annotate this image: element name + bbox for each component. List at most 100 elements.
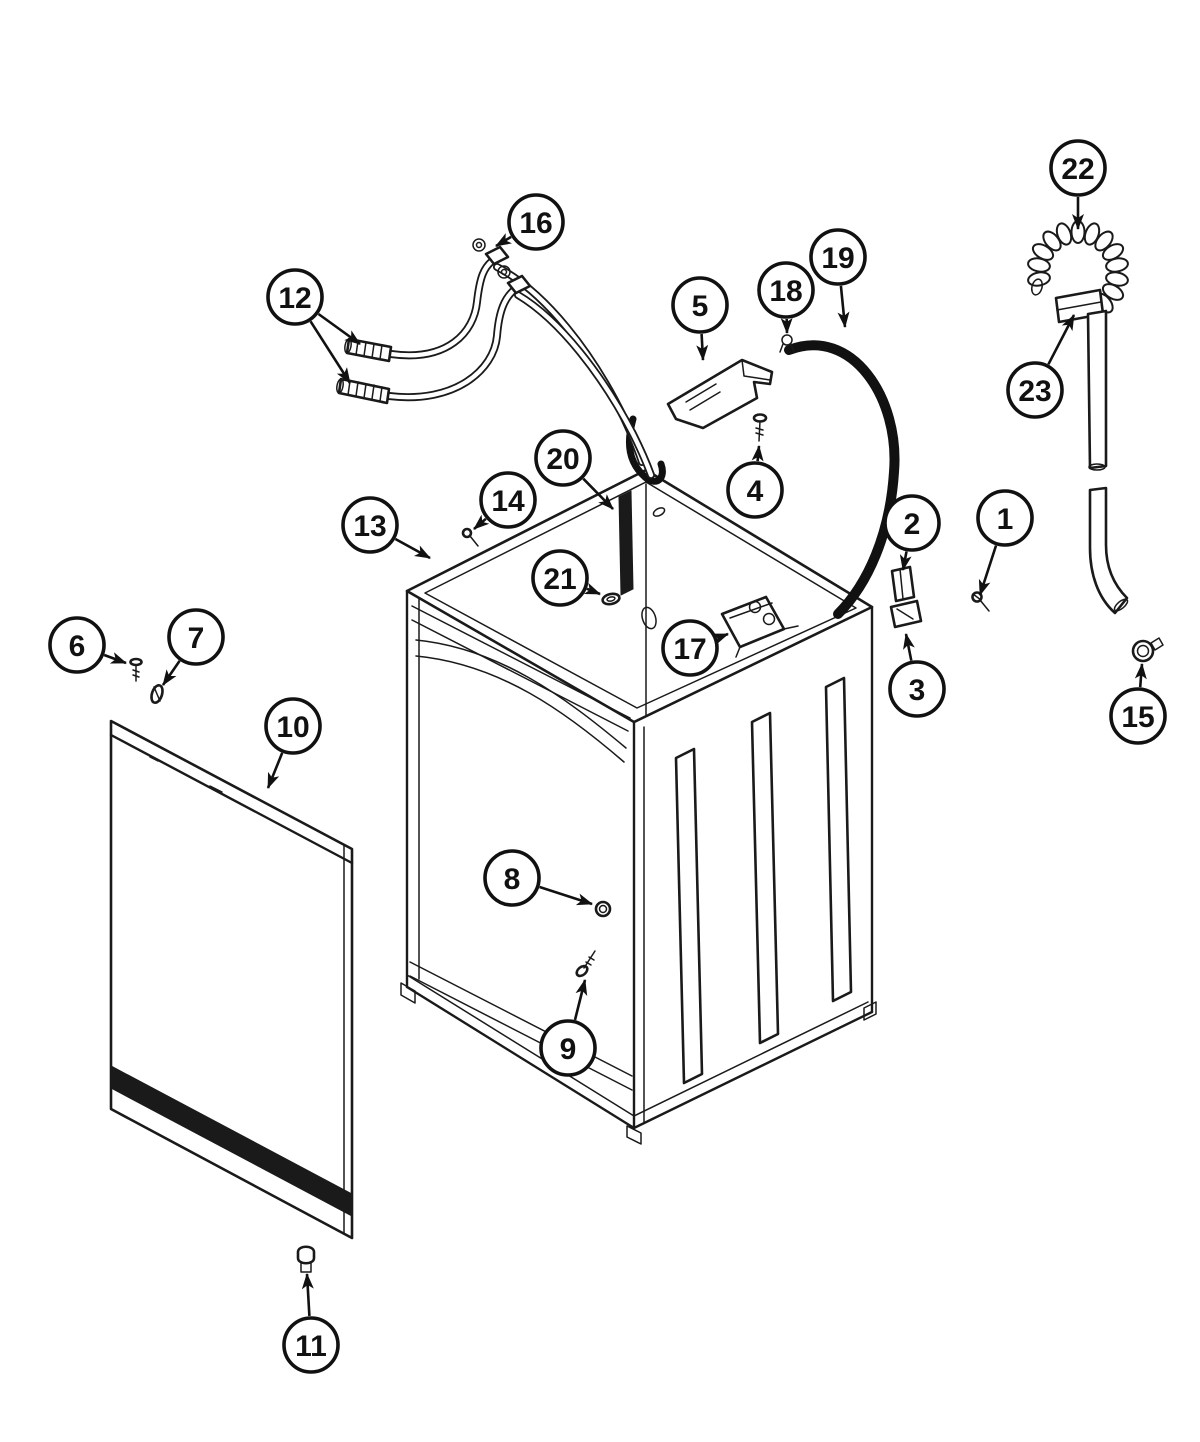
callout-arrow	[837, 285, 850, 328]
callout-14[interactable]: 14	[473, 471, 537, 530]
callout-arrow	[161, 660, 181, 686]
callout-circle[interactable]	[883, 494, 941, 552]
side-panel-slot	[824, 676, 853, 1003]
callout-arrow	[309, 320, 352, 384]
callout-5[interactable]: 5	[671, 276, 729, 361]
callout-number: 2	[904, 508, 921, 541]
hose-coupling	[344, 337, 393, 363]
screw-6	[129, 657, 143, 682]
callout-arrow	[711, 632, 729, 645]
plate-3	[889, 599, 923, 629]
callout-circle[interactable]	[661, 619, 719, 677]
callout-11[interactable]: 11	[282, 1273, 340, 1374]
callout-arrow	[573, 979, 588, 1021]
callout-12[interactable]: 12	[266, 268, 361, 384]
bracket-2	[890, 565, 916, 603]
callout-number: 23	[1018, 375, 1051, 408]
console-bracket	[666, 358, 774, 430]
callout-20[interactable]: 20	[534, 429, 614, 510]
callout-number: 7	[188, 622, 205, 655]
callout-15[interactable]: 15	[1109, 663, 1167, 745]
callout-19[interactable]: 19	[809, 228, 867, 328]
callout-number: 22	[1061, 153, 1094, 186]
callout-7[interactable]: 7	[161, 608, 225, 686]
callout-arrow	[539, 885, 593, 906]
callout-number: 14	[491, 485, 525, 518]
callout-arrow	[582, 477, 614, 510]
callout-circle[interactable]	[341, 496, 399, 554]
callout-circle[interactable]	[976, 489, 1034, 547]
callout-circle[interactable]	[888, 660, 946, 718]
callout-number: 10	[276, 711, 309, 744]
callout-13[interactable]: 13	[341, 496, 431, 560]
callout-2[interactable]: 2	[883, 494, 941, 571]
callout-17[interactable]: 17	[661, 619, 729, 677]
callout-circle[interactable]	[167, 608, 225, 666]
inlet-hoses	[336, 238, 655, 479]
callout-21[interactable]: 21	[531, 549, 601, 607]
callout-circle[interactable]	[531, 549, 589, 607]
callout-circle[interactable]	[282, 1316, 340, 1374]
callout-circle[interactable]	[671, 276, 729, 334]
hose-fitting	[472, 238, 510, 266]
callout-arrow	[583, 582, 601, 596]
callout-number: 11	[295, 1330, 327, 1363]
clip-11	[296, 1245, 316, 1273]
water-valve	[720, 595, 799, 658]
side-panel-slot	[674, 747, 704, 1085]
callout-circle[interactable]	[726, 461, 784, 519]
drain-hose	[1027, 220, 1164, 663]
callout-arrow	[266, 752, 284, 789]
callout-number: 13	[353, 510, 386, 543]
callout-23[interactable]: 23	[1006, 314, 1076, 419]
hose-fitting	[497, 265, 532, 295]
callout-circle[interactable]	[539, 1019, 597, 1077]
callout-arrow	[103, 652, 127, 665]
callout-arrow	[473, 514, 490, 530]
callout-circle[interactable]	[48, 616, 106, 674]
callout-arrow	[301, 1273, 314, 1317]
callout-arrow	[394, 537, 431, 560]
clip-7	[150, 684, 164, 704]
callout-10[interactable]: 10	[264, 697, 322, 789]
callout-3[interactable]: 3	[888, 633, 946, 718]
callout-number: 20	[546, 443, 579, 476]
callout-number: 1	[997, 503, 1014, 536]
nut-8	[594, 900, 612, 918]
callout-number: 8	[504, 863, 521, 896]
screw-9	[575, 950, 596, 978]
screw-4	[752, 413, 768, 442]
callout-9[interactable]: 9	[539, 979, 597, 1077]
pressure-hose	[779, 334, 900, 619]
callout-22[interactable]: 22	[1049, 139, 1107, 230]
callout-6[interactable]: 6	[48, 616, 127, 674]
callout-number: 5	[692, 290, 709, 323]
callout-circle[interactable]	[809, 228, 867, 286]
callout-18[interactable]: 18	[757, 261, 815, 334]
callout-circle[interactable]	[266, 268, 324, 326]
callout-number: 3	[909, 674, 926, 707]
callout-number: 21	[543, 563, 576, 596]
callout-arrow	[1047, 314, 1076, 365]
callout-4[interactable]: 4	[726, 445, 784, 519]
callout-8[interactable]: 8	[483, 849, 593, 907]
callout-circle[interactable]	[1049, 139, 1107, 197]
callout-circle[interactable]	[483, 849, 541, 907]
callout-circle[interactable]	[534, 429, 592, 487]
callout-arrow	[317, 312, 361, 346]
callout-circle[interactable]	[1006, 361, 1064, 419]
callout-circle[interactable]	[479, 471, 537, 529]
callout-circle[interactable]	[264, 697, 322, 755]
hose-coupling	[336, 377, 391, 405]
callout-circle[interactable]	[1109, 687, 1167, 745]
callout-number: 12	[278, 282, 311, 315]
callout-1[interactable]: 1	[976, 489, 1034, 596]
callout-number: 17	[673, 633, 706, 666]
callout-16[interactable]: 16	[495, 193, 565, 251]
callout-arrow	[978, 545, 998, 596]
callout-circle[interactable]	[507, 193, 565, 251]
callout-circle[interactable]	[757, 261, 815, 319]
